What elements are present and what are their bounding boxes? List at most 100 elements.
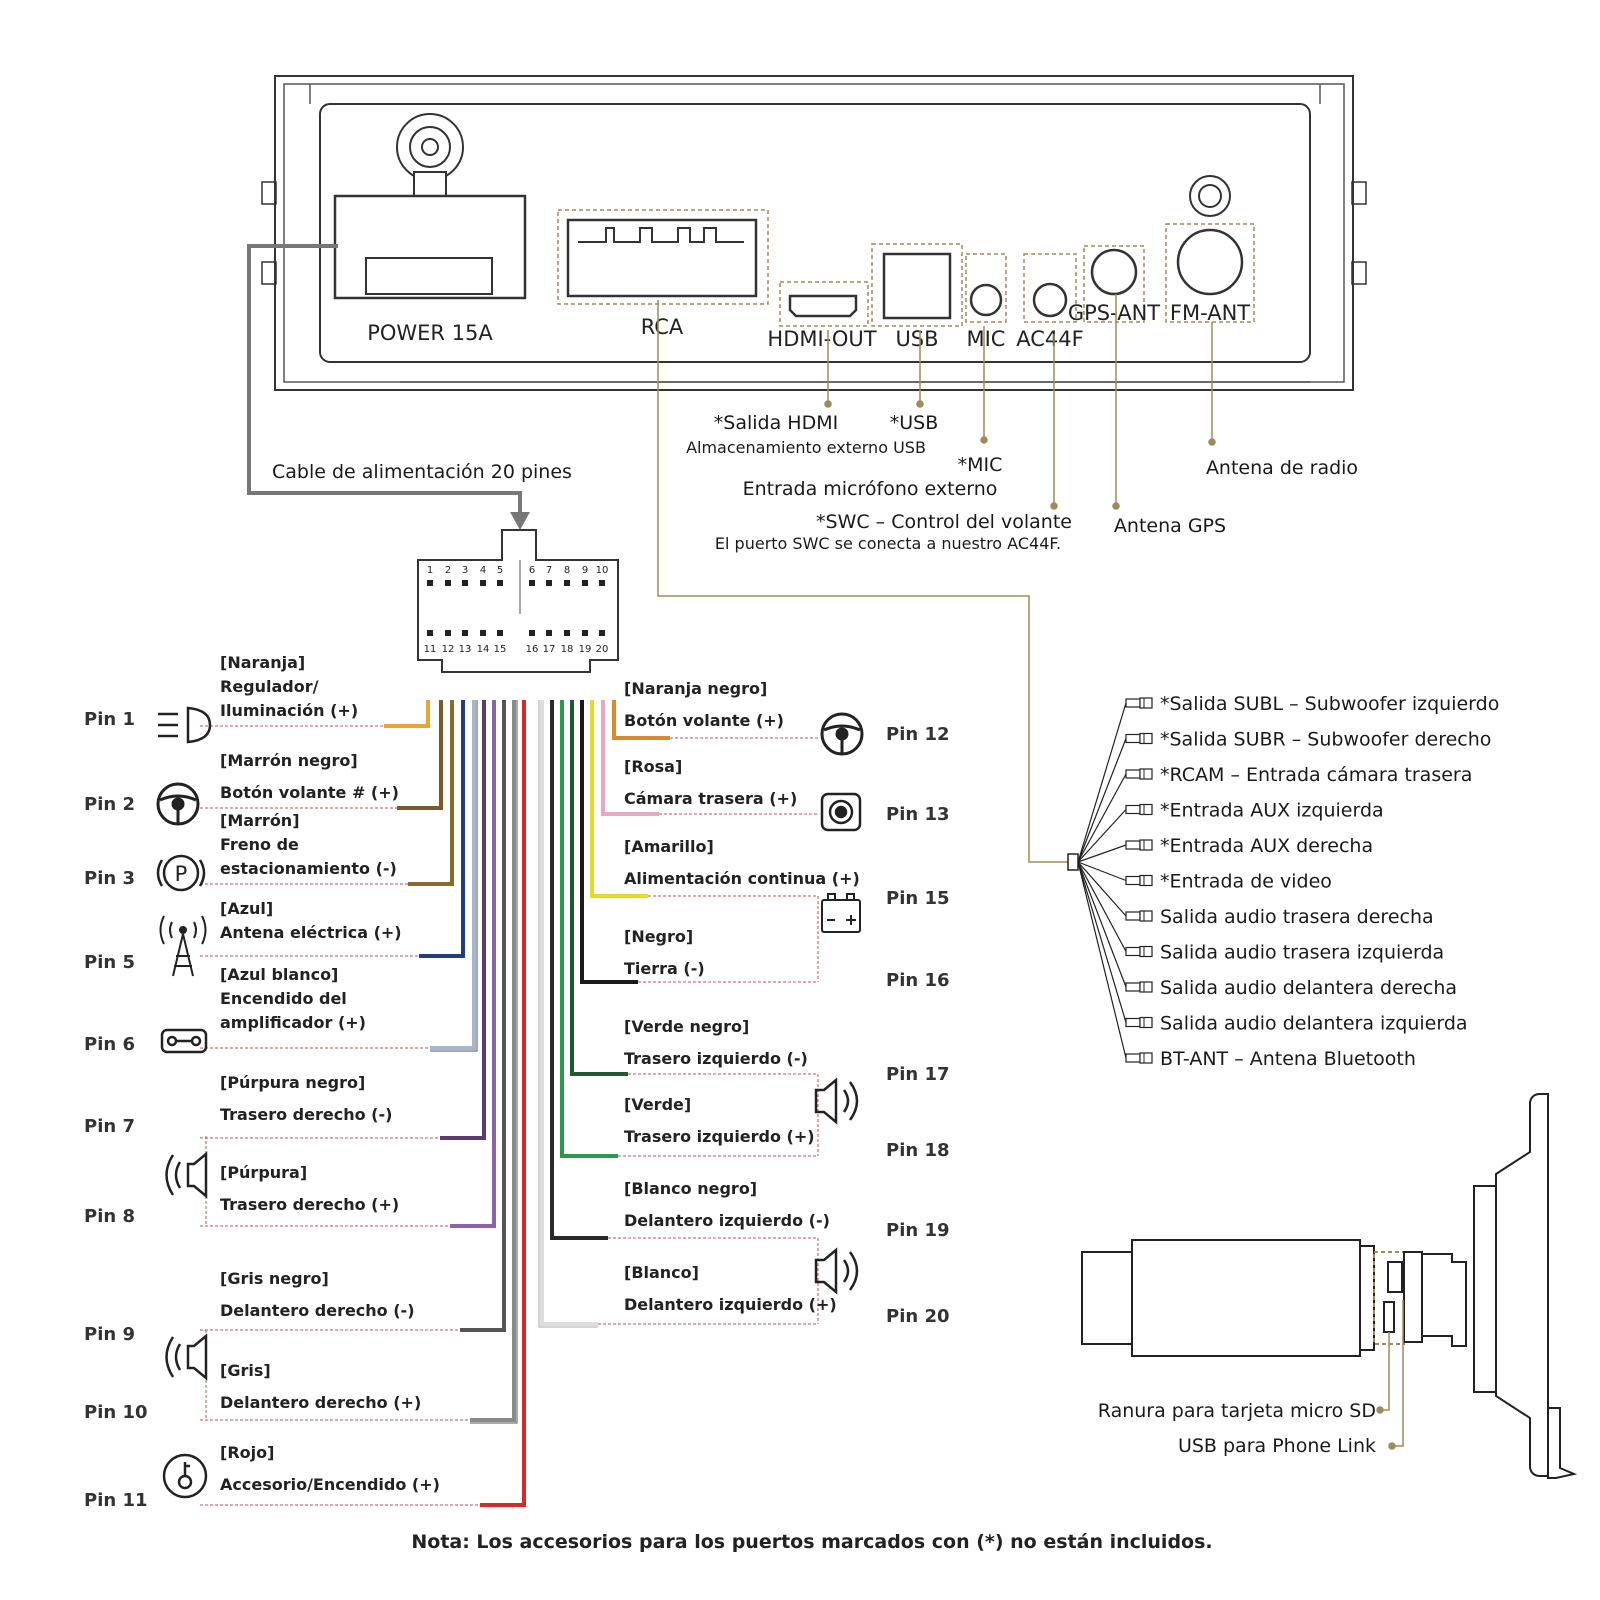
left-pin-labels: [Naranja]Regulador/Iluminación (+)Pin 1[…	[84, 653, 440, 1511]
rca-connector: RCA	[557, 209, 769, 339]
mic-port: MIC	[965, 253, 1007, 351]
pin-number: Pin 2	[84, 794, 135, 815]
connector-pin-number: 6	[529, 565, 535, 576]
connector-pin-number: 2	[445, 565, 451, 576]
connector-pin-slot	[427, 630, 433, 636]
pin-label-line: [Amarillo]	[624, 837, 714, 856]
wire-15	[580, 700, 638, 984]
pin-label-line: [Gris negro]	[220, 1269, 329, 1288]
pin-number: Pin 7	[84, 1116, 135, 1137]
rca-plug-icon	[1125, 839, 1153, 851]
pin-number: Pin 18	[886, 1140, 950, 1161]
pin-label-line: Botón volante # (+)	[220, 783, 399, 802]
svg-text:P: P	[175, 862, 188, 886]
rca-plug-icon	[1125, 874, 1153, 887]
connector-pin-number: 5	[497, 565, 503, 576]
connector-pin-number: 11	[424, 644, 437, 655]
pin-number: Pin 15	[886, 888, 950, 909]
connector-pin-number: 17	[543, 644, 556, 655]
rca-output-label: Salida audio trasera derecha	[1160, 906, 1434, 928]
wire-3	[408, 700, 454, 886]
pin-label-line: [Rojo]	[220, 1443, 274, 1462]
wire-12	[612, 700, 670, 740]
rca-lead	[1077, 861, 1127, 988]
swc-callout-desc: El puerto SWC se conecta a nuestro AC44F…	[715, 534, 1061, 553]
speaker-icon	[814, 1077, 859, 1125]
steering-wheel-icon	[156, 782, 200, 826]
pin-label-line: [Azul]	[220, 899, 273, 918]
pin-label-line: [Blanco negro]	[624, 1179, 757, 1198]
wire-16	[570, 700, 628, 1076]
connector-pin-slot	[564, 630, 570, 636]
pin-number: Pin 8	[84, 1206, 135, 1227]
rca-plug-icon	[1125, 981, 1153, 993]
pin-number: Pin 9	[84, 1324, 135, 1345]
pin-label-line: Trasero izquierdo (-)	[624, 1049, 808, 1068]
pin-label-line: [Negro]	[624, 927, 693, 946]
power-connector: POWER 15A	[333, 113, 527, 345]
headlight-icon	[158, 706, 212, 744]
wire-7	[450, 700, 496, 1228]
parking-brake-icon: P	[156, 854, 206, 892]
pin-label-line: Botón volante (+)	[624, 711, 784, 730]
wire-8	[460, 700, 506, 1332]
wire-4	[419, 700, 465, 958]
gps-antenna-port: GPS-ANT	[1068, 245, 1160, 325]
phone-link-usb-label: USB para Phone Link	[1178, 1435, 1376, 1457]
rca-output-label: *Entrada AUX izquierda	[1160, 800, 1384, 822]
connector-pin-number: 3	[462, 565, 468, 576]
wire-6	[440, 700, 486, 1140]
rca-lead	[1077, 861, 1127, 1059]
connector-pin-slot	[546, 630, 552, 636]
pin-number: Pin 12	[886, 724, 950, 745]
pin-label-line: [Naranja]	[220, 653, 305, 672]
connector-pin-slot	[427, 580, 433, 586]
left-pin-wires	[200, 700, 526, 1507]
connector-pin-slot	[445, 630, 451, 636]
connector-pin-slot	[480, 580, 486, 586]
pin-label-line: Trasero izquierdo (+)	[624, 1127, 815, 1146]
pin-number: Pin 3	[84, 868, 135, 889]
pin-label-line: [Verde negro]	[624, 1017, 749, 1036]
connector-pin-slot	[462, 630, 468, 636]
ac44f-port-label: AC44F	[1016, 327, 1083, 351]
connector-pin-slot	[546, 580, 552, 586]
connector-pin-number: 10	[596, 565, 609, 576]
connector-pin-slot	[497, 630, 503, 636]
rca-bundle-clip	[1067, 853, 1079, 871]
rca-plug-icon	[1125, 1052, 1153, 1064]
pin-number: Pin 17	[886, 1064, 950, 1085]
pin-label-line: Cámara trasera (+)	[624, 789, 797, 808]
connector-pin-slot	[599, 630, 605, 636]
pin-label-line: [Marrón]	[220, 811, 300, 830]
connector-pin-slot	[497, 580, 503, 586]
connector-pin-slot	[529, 630, 535, 636]
usb-callout-desc: Almacenamiento externo USB	[686, 438, 926, 457]
rca-output-label: *Entrada de video	[1160, 871, 1332, 893]
pin-label-line: Accesorio/Encendido (+)	[220, 1475, 440, 1494]
connector-pin-number: 19	[579, 644, 592, 655]
gps-port-label: GPS-ANT	[1068, 301, 1160, 325]
hdmi-port: HDMI-OUT	[767, 281, 877, 351]
rca-plug-icon	[1125, 1016, 1153, 1029]
radio-antenna-callout: Antena de radio	[1206, 457, 1358, 479]
pin-label-line: [Blanco]	[624, 1263, 699, 1282]
rca-lead	[1077, 702, 1127, 863]
rca-lead	[1077, 773, 1127, 863]
connector-pin-number: 14	[477, 644, 490, 655]
port-callouts	[824, 294, 1216, 510]
connector-pin-number: 7	[546, 565, 552, 576]
wire-14	[590, 700, 648, 898]
steering-wheel-icon	[820, 712, 864, 756]
fm-port-label: FM-ANT	[1170, 301, 1250, 325]
hdmi-port-label: HDMI-OUT	[767, 327, 876, 351]
battery-icon	[821, 893, 861, 933]
connector-pin-number: 15	[494, 644, 507, 655]
power-cable-label: Cable de alimentación 20 pines	[272, 461, 572, 483]
pin-label-line: Delantero derecho (-)	[220, 1301, 415, 1320]
pin-number: Pin 10	[84, 1402, 148, 1423]
rca-plug-icon	[1125, 910, 1153, 922]
usb-port: USB	[871, 243, 963, 351]
speaker-icon	[165, 1333, 208, 1381]
